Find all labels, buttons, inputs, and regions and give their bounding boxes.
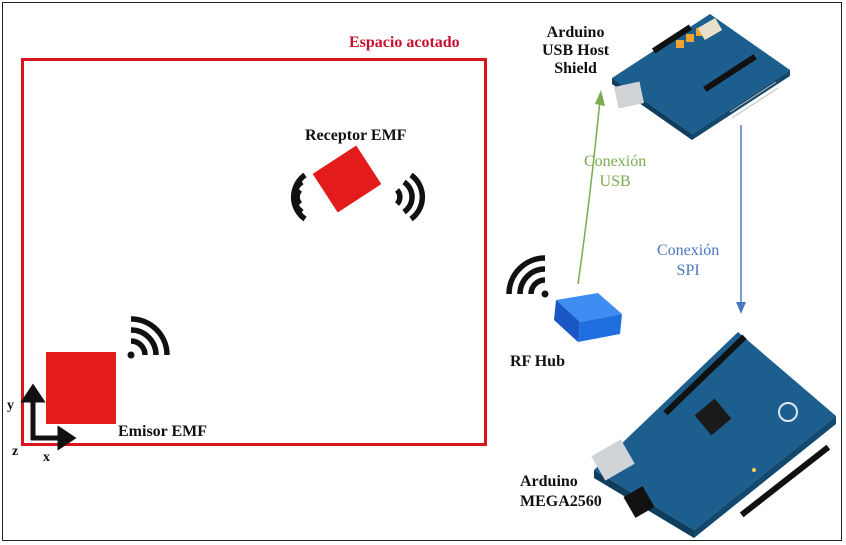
spi-connection-line2: SPI [676, 262, 700, 279]
rfhub-wifi-signal-icon [506, 255, 549, 298]
axis-x-label: x [43, 450, 50, 465]
usb-connection-line1: Conexión [584, 153, 647, 170]
receptor-emf-label: Receptor EMF [305, 127, 407, 144]
mega-label-line1: Arduino [520, 473, 578, 490]
bounded-space [21, 58, 487, 446]
usb-host-shield-board-icon [612, 14, 790, 140]
usb-host-label-line1: Arduino [546, 24, 605, 41]
usb-host-shield-label: Arduino USB Host Shield [542, 24, 609, 78]
usb-host-label-line2: USB Host [542, 41, 610, 59]
usb-connection-arrow [577, 90, 605, 285]
spi-connection-arrow [736, 125, 746, 314]
bounded-space-title: Espacio acotado [349, 34, 460, 51]
axis-y-label: y [7, 398, 14, 413]
coordinate-axes [20, 383, 77, 451]
emisor-wifi-signal-icon [127, 316, 170, 359]
usb-connection-line2: USB [599, 173, 631, 190]
usb-host-label-line3: Shield [554, 59, 597, 77]
arduino-mega-board-icon [591, 332, 836, 538]
emisor-emf-block [46, 352, 116, 424]
usb-connection-label: Conexión USB [584, 152, 646, 192]
receptor-emf-block [312, 145, 382, 213]
rf-hub-label: RF Hub [510, 353, 565, 370]
mega-label-line2: MEGA2560 [520, 493, 602, 510]
arduino-mega-label: Arduino MEGA2560 [520, 472, 602, 512]
axis-z-label: z [12, 444, 19, 459]
emisor-emf-label: Emisor EMF [118, 423, 208, 440]
receptor-right-signal-icon [394, 172, 426, 222]
spi-connection-label: Conexión SPI [657, 241, 719, 281]
spi-connection-line1: Conexión [657, 242, 720, 259]
rfhub-cube-icon [554, 293, 622, 342]
receptor-left-signal-icon [290, 172, 307, 222]
